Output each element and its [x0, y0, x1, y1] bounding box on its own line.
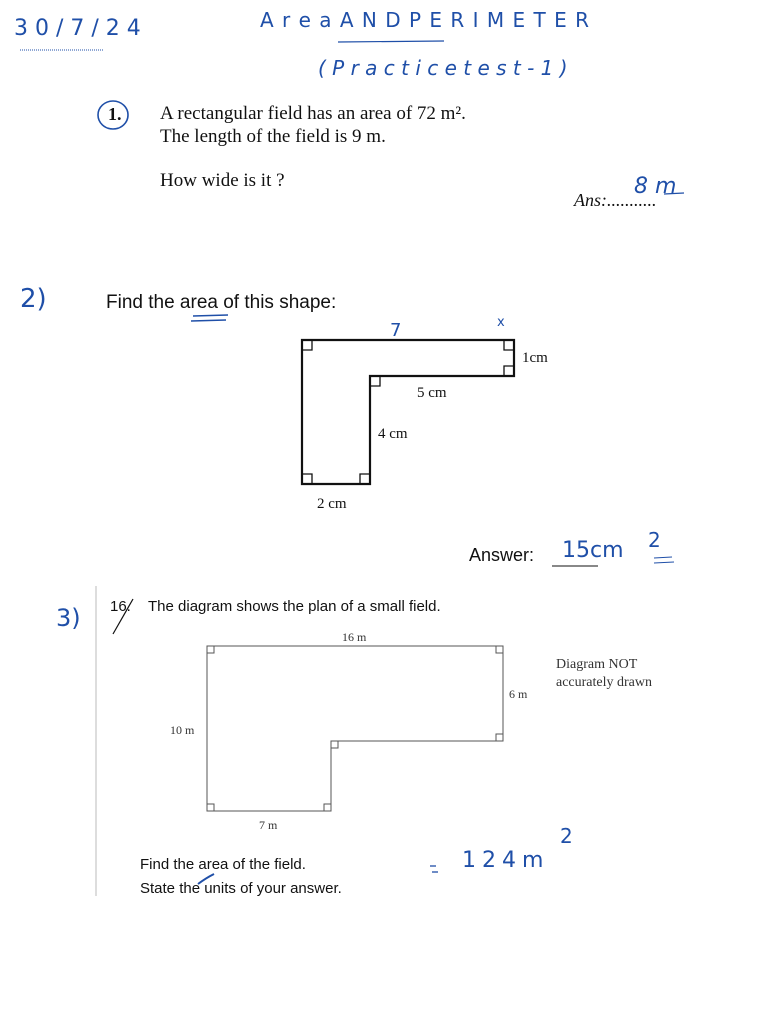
q3-ink-tick: [197, 873, 215, 885]
q2-l-shape: [300, 338, 516, 486]
q3-task-line2: State the units of your answer.: [140, 880, 342, 897]
q1-statement-line2: The length of the field is 9 m.: [160, 126, 386, 147]
q1-statement-line1: A rectangular field has an area of 72 m²…: [160, 103, 466, 124]
q3-prompt: The diagram shows the plan of a small fi…: [148, 598, 441, 615]
q3-answer-handwritten: 124m: [462, 848, 550, 873]
q1-answer-stroke: [663, 192, 685, 195]
q3-task-line1: Find the area of the field.: [140, 856, 306, 873]
q2-label-1cm: 1cm: [522, 350, 548, 366]
q3-label-7m: 7 m: [259, 818, 278, 832]
q3-label-16m: 16 m: [342, 630, 367, 644]
q1-answer-handwritten: 8 m: [634, 174, 677, 199]
q3-label-10m: 10 m: [170, 723, 195, 737]
q2-annotation-x: x: [497, 315, 505, 330]
q2-prompt: Find the area of this shape:: [106, 292, 337, 313]
q2-area-underline: [190, 314, 229, 322]
q3-answer-exponent: 2: [560, 824, 573, 848]
q2-marker: 2): [20, 284, 47, 314]
handwritten-title: A r e a A N D P E R I M E T E R: [260, 8, 591, 32]
q3-number-strike: [112, 598, 134, 635]
q1-answer-prefix: Ans:...........: [574, 190, 657, 210]
q3-answer-dashes: [430, 865, 438, 873]
q2-label-4cm: 4 cm: [378, 426, 408, 442]
q1-number-circle: [97, 100, 129, 130]
q1-number: 1.: [108, 104, 122, 124]
q3-note-line1: Diagram NOT: [556, 657, 638, 672]
q3-field-plan: [206, 645, 504, 812]
q3-note-line2: accurately drawn: [556, 675, 652, 690]
q2-label-2cm: 2 cm: [317, 496, 347, 512]
q2-answer-line: [552, 556, 675, 567]
handwritten-subtitle: ( P r a c t i c e t e s t - 1 ): [318, 56, 568, 80]
q2-answer-handwritten: 15cm: [562, 538, 624, 563]
q2-label-5cm: 5 cm: [417, 385, 447, 401]
q2-annotation-7: 7: [390, 320, 401, 341]
q2-answer-exponent: 2: [648, 528, 661, 552]
q3-label-6m: 6 m: [509, 687, 528, 701]
q1-question: How wide is it ?: [160, 170, 285, 191]
handwritten-date: 3 0 / 7 / 2 4: [14, 16, 141, 41]
header-underlines: [20, 40, 445, 51]
q3-marker: 3): [56, 604, 81, 632]
q2-answer-label: Answer:: [469, 545, 535, 565]
